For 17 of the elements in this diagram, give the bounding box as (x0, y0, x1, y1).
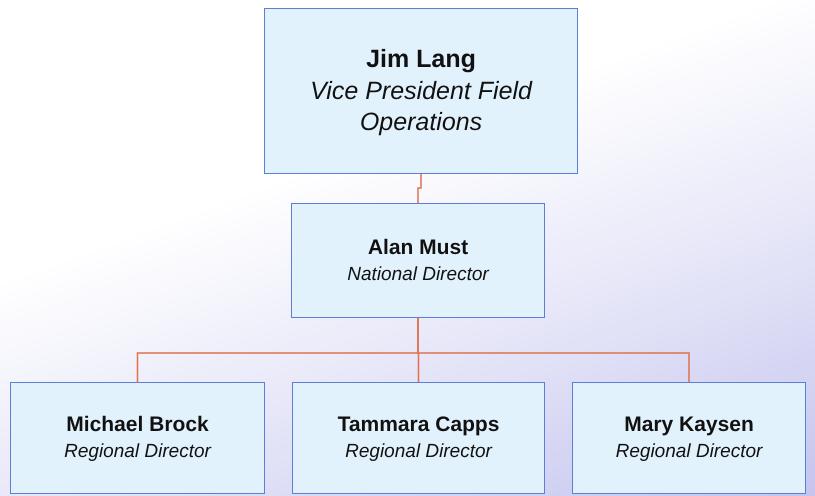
org-chart-box (572, 382, 806, 494)
org-chart-box (10, 382, 265, 494)
person-name: Tammara Capps (338, 412, 500, 438)
person-name: Alan Must (368, 234, 468, 260)
org-chart-box (264, 8, 578, 174)
connector-line (417, 318, 690, 382)
job-title: Regional Director (345, 440, 492, 464)
connector-line (417, 174, 422, 203)
person-name: Michael Brock (66, 412, 209, 438)
person-name: Mary Kaysen (624, 412, 754, 438)
job-title: Regional Director (616, 440, 762, 464)
job-title: Regional Director (64, 440, 211, 464)
person-name: Jim Lang (366, 44, 476, 74)
org-chart-box (291, 203, 545, 318)
job-title: National Director (347, 262, 489, 286)
job-title: Vice President Field Operations (309, 76, 534, 138)
org-chart-box (292, 382, 545, 494)
